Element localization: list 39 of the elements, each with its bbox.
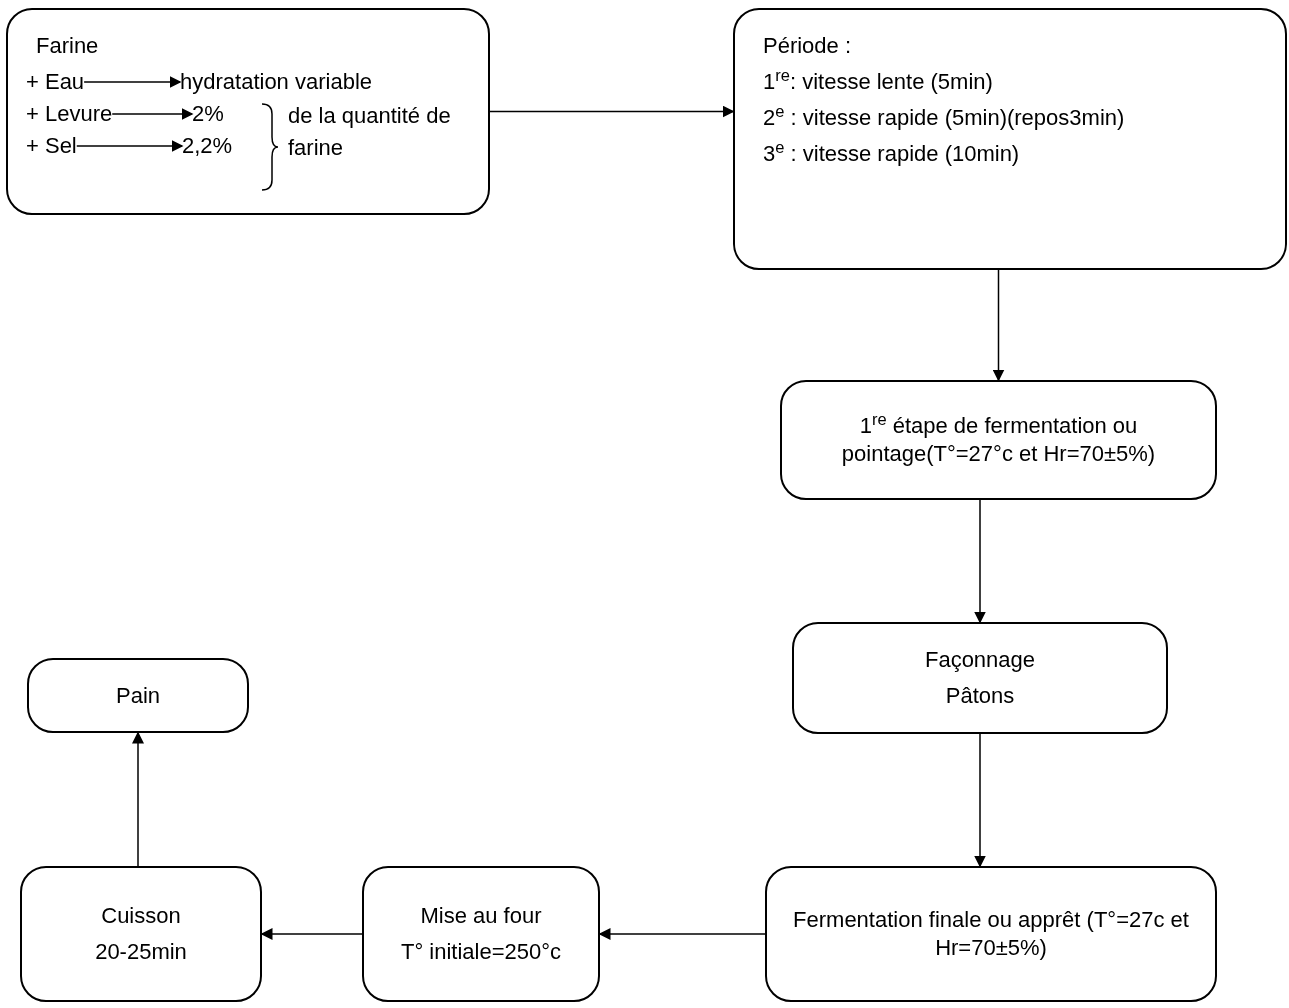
process-box [780,380,1217,500]
step-text: 3$^{e}$ : vitesse rapide (10min) [763,140,1021,168]
ingredient-text: + Eau [26,68,85,96]
step-text: Fermentation finale ou apprêt (T°=27c et Hr=70±5%) [792,906,1190,962]
ingredient-text: 2,2% [182,132,233,160]
process-box [27,658,249,733]
arrow [974,733,986,868]
ingredient-text: hydratation variable [180,68,372,96]
process-box [792,622,1168,734]
step-text: 2$^{e}$ : vitesse rapide (5min)(repos3min) [763,104,1125,132]
arrow [260,928,363,940]
step-text: Farine [36,32,99,60]
arrow [111,108,194,120]
arrow [598,928,766,940]
ingredient-text: + Levure [26,100,113,128]
arrow [992,269,1005,382]
ingredient-text: 2% [192,100,224,128]
process-box [362,866,600,1002]
step-text: Pâtons [945,682,1015,710]
arrow [83,76,182,88]
process-box [20,866,262,1002]
process-box [733,8,1287,270]
arrow [76,140,184,152]
step-text: Façonnage [924,646,1036,674]
step-text: 1$^{re}$ étape de fermentation ou pointage(T°=27°c et Hr=70±5%) [840,412,1157,468]
step-text: Période : [763,32,853,60]
process-box [6,8,490,215]
arrow [489,105,735,118]
step-text: Mise au four [420,902,542,930]
step-text: 20-25min [95,938,187,966]
step-text: Pain [115,681,160,710]
note-text: de la quantité de farine [288,102,452,162]
arrow [132,731,144,867]
step-text: 1$^{re}$: vitesse lente (5min) [763,68,994,96]
step-text: Cuisson [101,902,181,930]
ingredient-text: + Sel [26,132,77,160]
process-box [765,866,1217,1002]
arrow [974,499,986,624]
step-text: T° initiale=250°c [400,938,562,966]
